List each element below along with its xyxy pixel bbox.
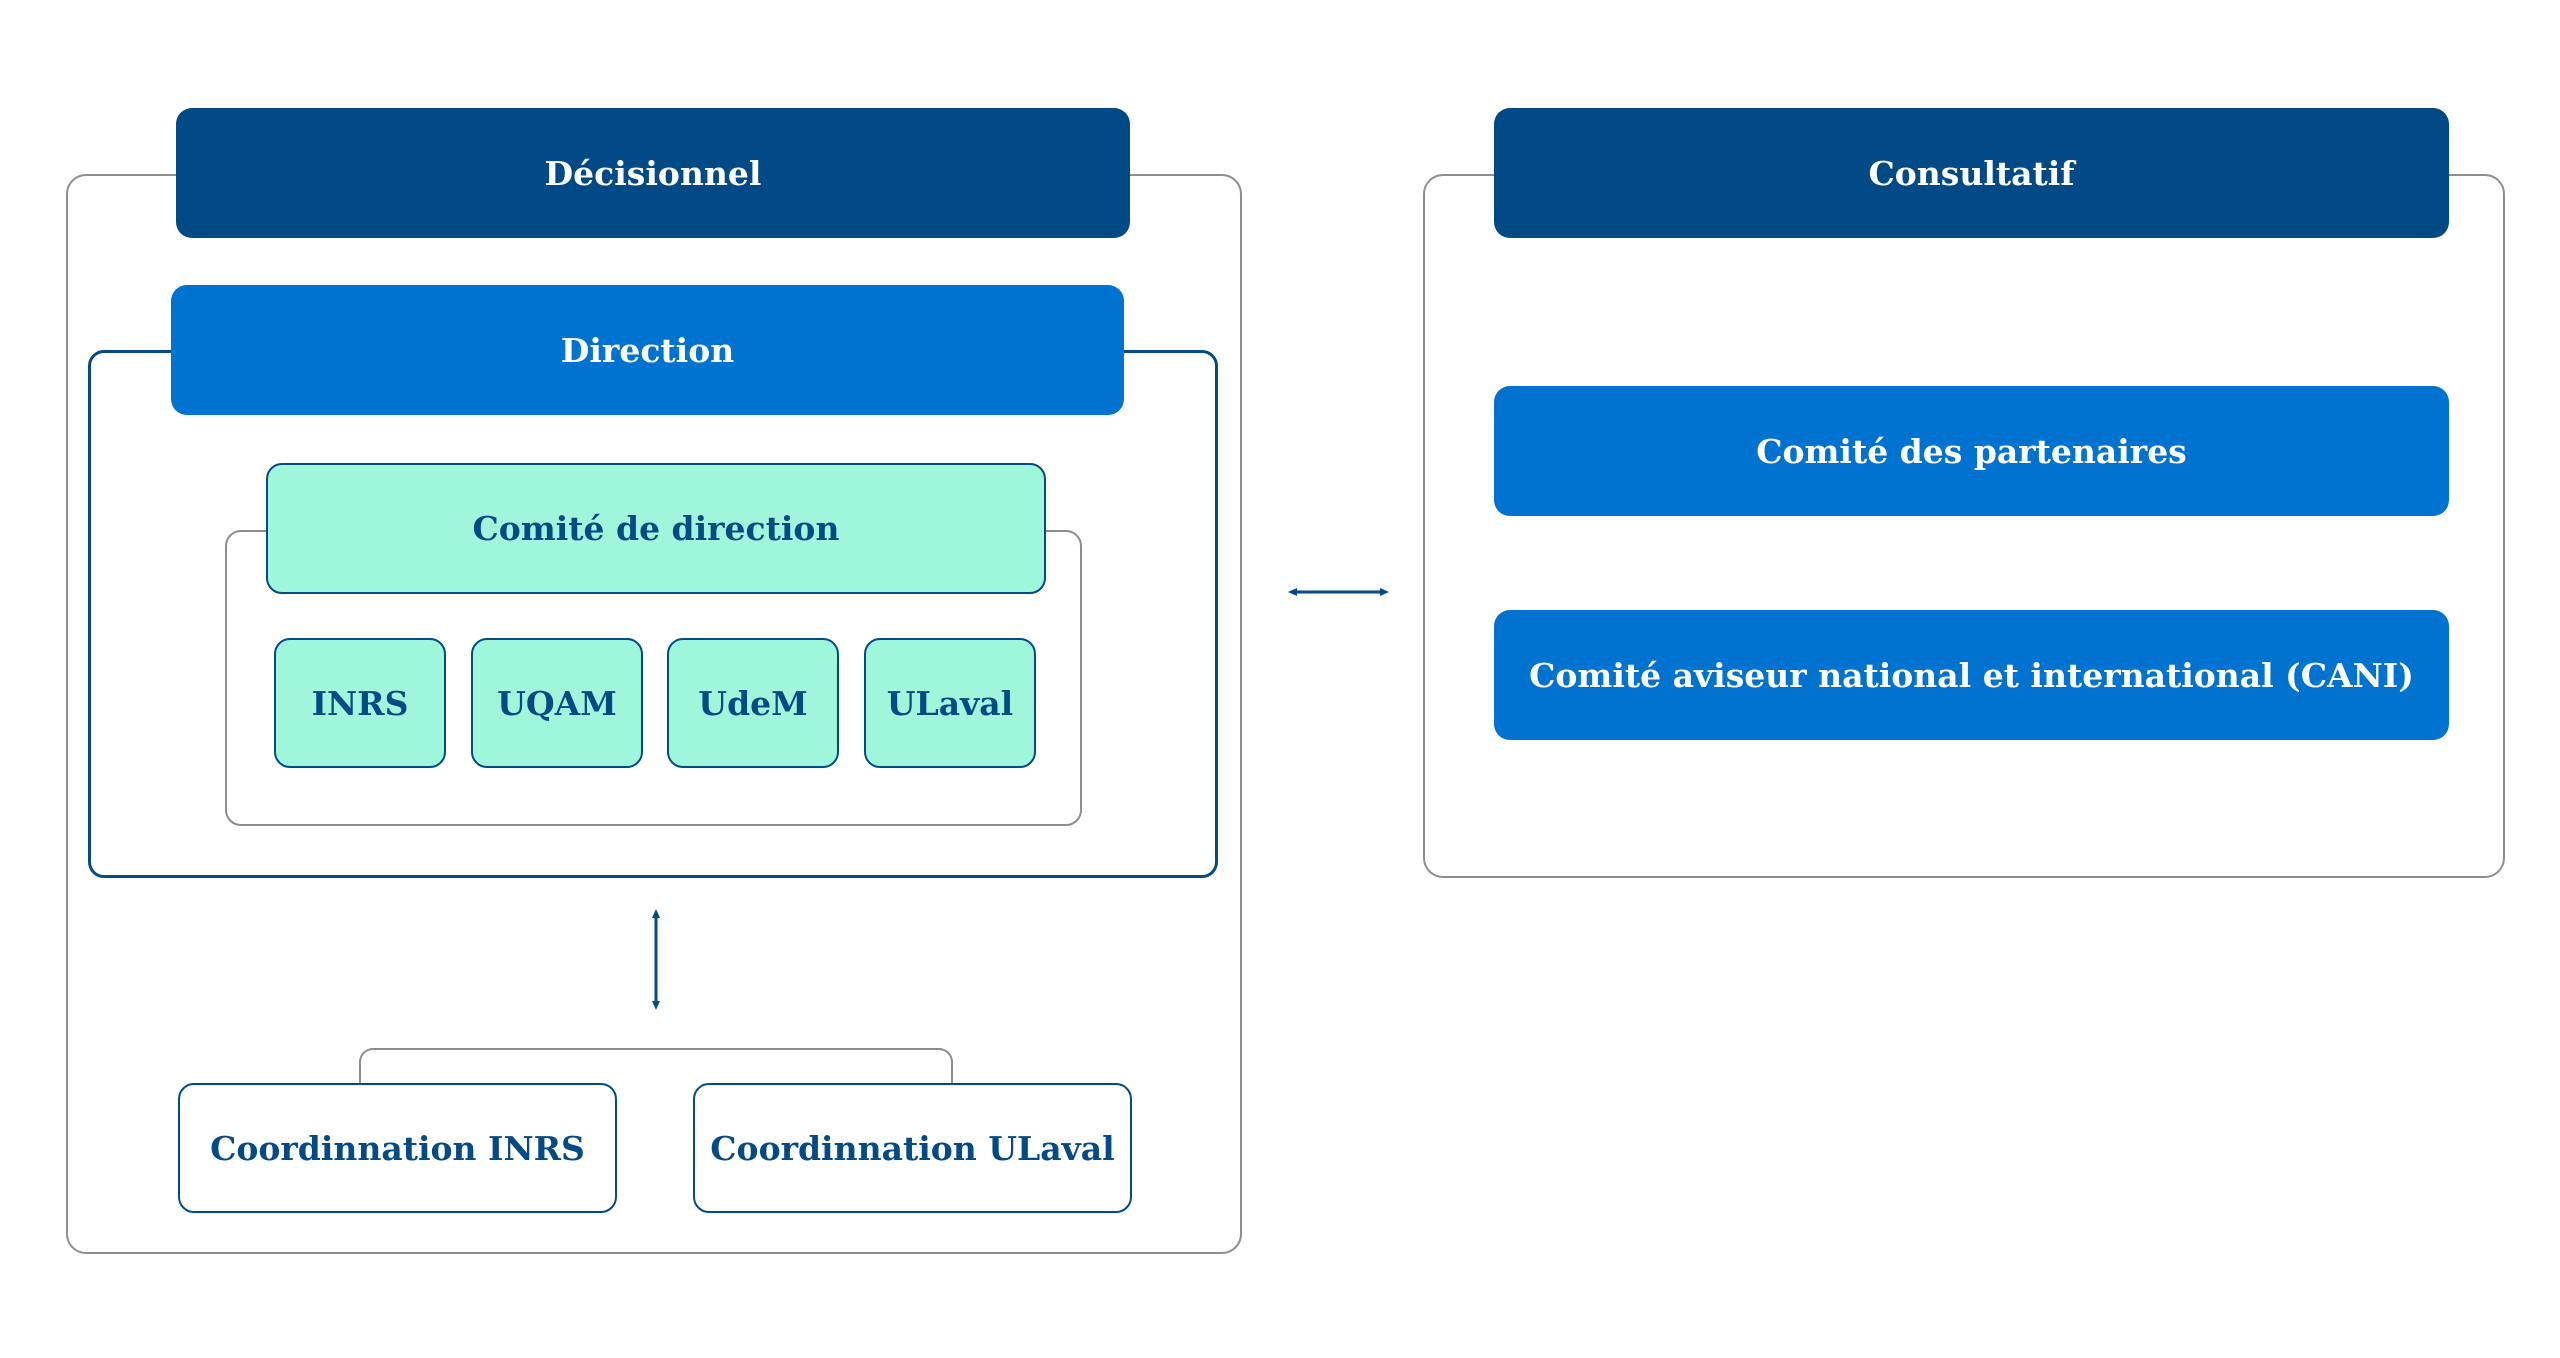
member-label: UdeM xyxy=(698,683,808,723)
consultatif-header: Consultatif xyxy=(1494,108,2449,238)
committee-label: Comité aviseur national et international… xyxy=(1529,655,2414,695)
member-udem: UdeM xyxy=(667,638,839,768)
comite-direction-title: Comité de direction xyxy=(472,509,840,548)
consultatif-frame xyxy=(1423,174,2505,878)
comite-cani: Comité aviseur national et international… xyxy=(1494,610,2449,740)
committee-label: Comité des partenaires xyxy=(1756,431,2187,471)
member-label: INRS xyxy=(311,683,409,723)
member-label: ULaval xyxy=(886,683,1014,723)
coordination-label: Coordinnation ULaval xyxy=(710,1128,1115,1168)
coordination-label: Coordinnation INRS xyxy=(210,1128,585,1168)
comite-direction-header: Comité de direction xyxy=(266,463,1046,594)
member-ulaval: ULaval xyxy=(864,638,1036,768)
consultatif-title: Consultatif xyxy=(1868,153,2075,193)
decisionnel-title: Décisionnel xyxy=(544,153,762,193)
coordination-inrs: Coordinnation INRS xyxy=(178,1083,617,1213)
direction-header: Direction xyxy=(171,285,1124,415)
direction-title: Direction xyxy=(560,330,735,370)
member-uqam: UQAM xyxy=(471,638,643,768)
member-inrs: INRS xyxy=(274,638,446,768)
comite-partenaires: Comité des partenaires xyxy=(1494,386,2449,516)
member-label: UQAM xyxy=(497,683,617,723)
coordination-bracket xyxy=(359,1048,953,1088)
decisionnel-header: Décisionnel xyxy=(176,108,1130,238)
coordination-ulaval: Coordinnation ULaval xyxy=(693,1083,1132,1213)
